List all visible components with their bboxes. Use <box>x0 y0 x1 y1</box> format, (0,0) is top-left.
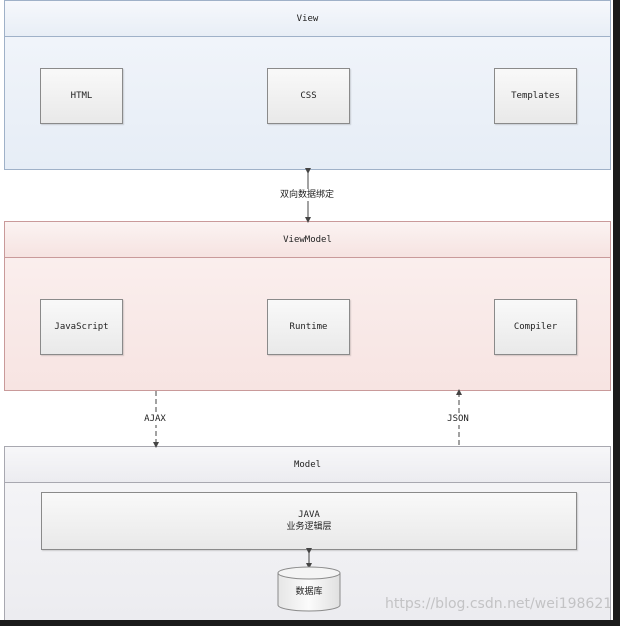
templates-box: Templates <box>494 68 577 124</box>
javascript-box: JavaScript <box>40 299 123 355</box>
window-frame-right <box>613 0 620 626</box>
ajax-label: AJAX <box>142 413 168 425</box>
business-logic-label: 业务逻辑层 <box>286 522 332 532</box>
java-business-logic-box: JAVA 业务逻辑层 <box>41 492 577 550</box>
java-label: JAVA <box>298 510 320 520</box>
view-layer-title: View <box>5 1 610 37</box>
html-box: HTML <box>40 68 123 124</box>
database-cylinder: 数据库 <box>277 566 341 612</box>
json-label: JSON <box>445 413 471 425</box>
two-way-binding-label: 双向数据绑定 <box>277 189 337 201</box>
watermark: https://blog.csdn.net/wei198621 <box>385 596 613 612</box>
compiler-box: Compiler <box>494 299 577 355</box>
runtime-box: Runtime <box>267 299 350 355</box>
viewmodel-layer-title: ViewModel <box>5 222 610 258</box>
database-label: 数据库 <box>295 585 322 597</box>
window-frame-bottom <box>0 620 620 626</box>
css-box: CSS <box>267 68 350 124</box>
model-layer-title: Model <box>5 447 610 483</box>
